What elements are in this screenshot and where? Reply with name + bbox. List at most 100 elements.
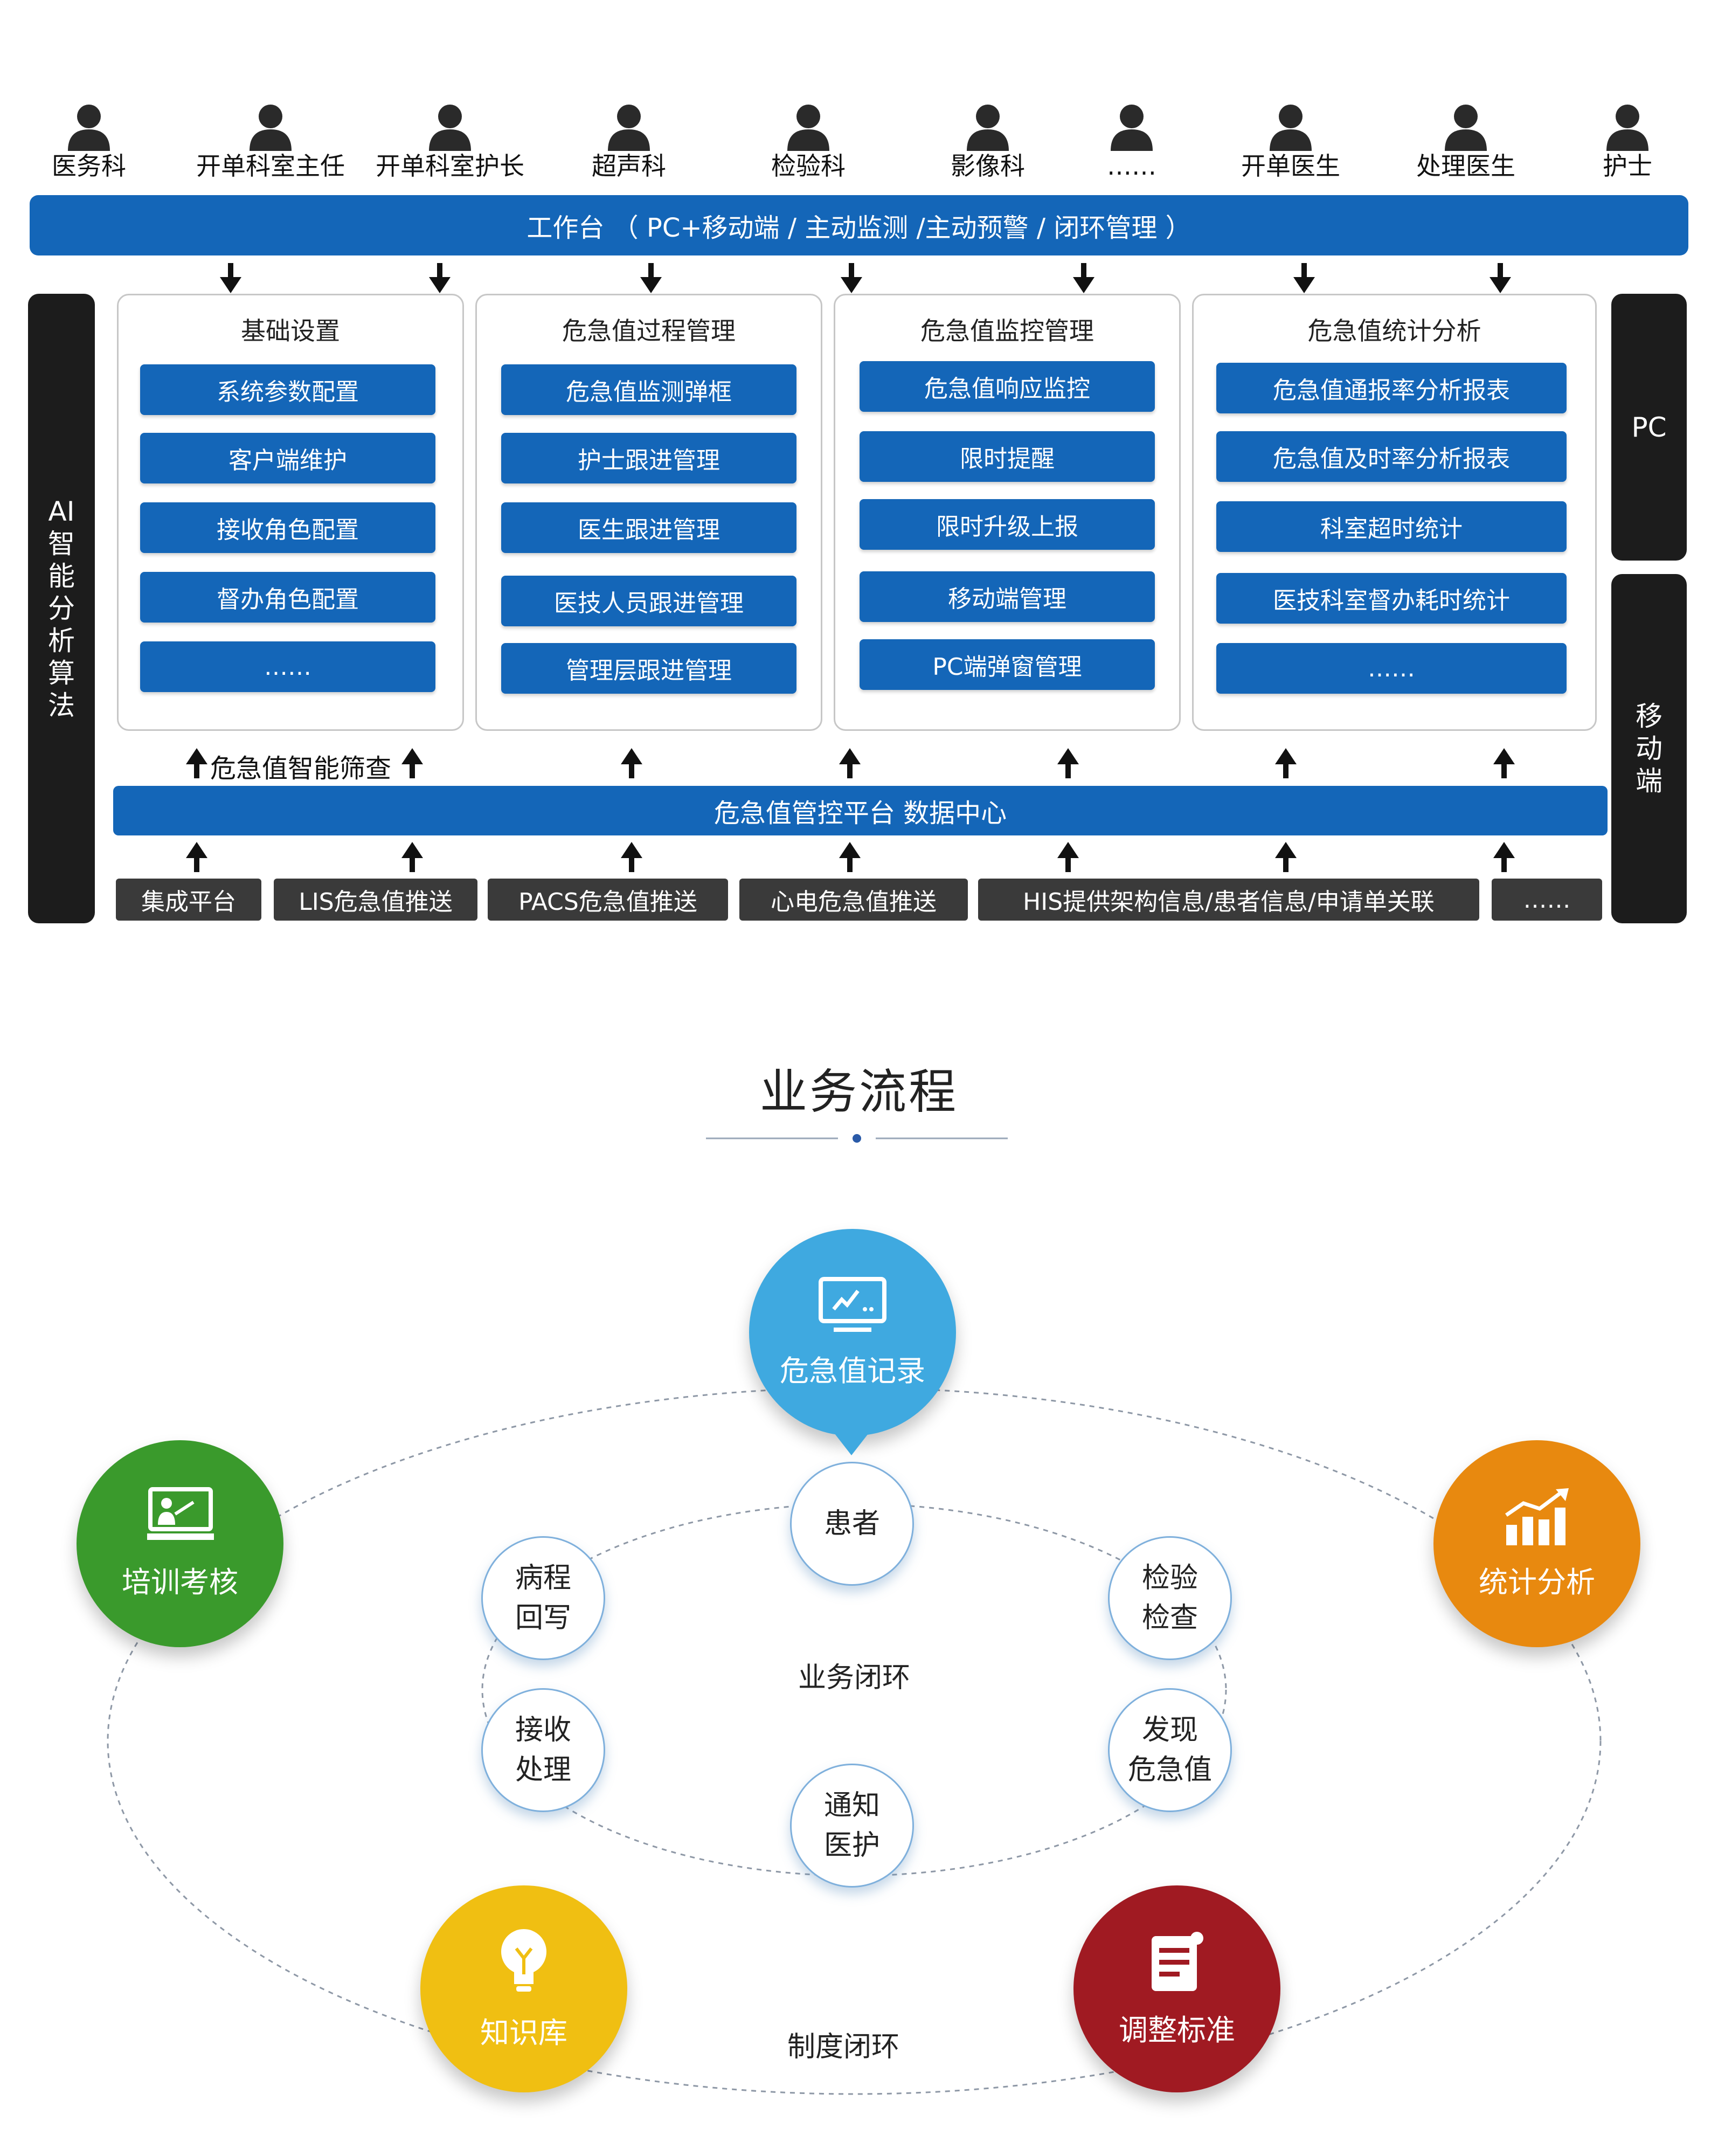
arrow-up-icon	[186, 842, 207, 872]
node-record-writeback: 病程 回写	[481, 1536, 605, 1660]
person-icon	[1270, 105, 1312, 151]
source-integration-platform: 集成平台	[116, 879, 261, 921]
module-title: 危急值监控管理	[920, 316, 1094, 345]
menu-item[interactable]: 医技人员跟进管理	[501, 576, 796, 626]
menu-item[interactable]: 危急值响应监控	[860, 361, 1155, 412]
module-title: 危急值统计分析	[1307, 316, 1481, 345]
outer-loop	[107, 1387, 1602, 2095]
person-icon	[1606, 105, 1648, 151]
section-title: 业务流程	[759, 1064, 958, 1120]
menu-item[interactable]: 督办角色配置	[140, 572, 435, 623]
arrow-up-icon	[839, 842, 861, 872]
menu-item[interactable]: ……	[1216, 643, 1567, 694]
smart-filter-label: 危急值智能筛查	[210, 754, 392, 784]
arrow-down-icon	[640, 263, 662, 293]
role-ordering-director: 开单科室主任	[190, 97, 351, 194]
module-process-management: 危急值过程管理 危急值监测弹框 护士跟进管理 医生跟进管理 医技人员跟进管理 管…	[475, 294, 822, 731]
pc-panel: PC	[1611, 294, 1687, 561]
data-center-bar: 危急值管控平台 数据中心	[113, 786, 1608, 835]
menu-item[interactable]: 管理层跟进管理	[501, 643, 796, 694]
pointer-tail	[833, 1431, 870, 1455]
person-icon	[429, 105, 471, 151]
node-adjust-standard: 调整标准	[1073, 1885, 1280, 2092]
arrow-up-icon	[1493, 842, 1515, 872]
arrow-up-icon	[186, 748, 207, 778]
menu-item[interactable]: 医生跟进管理	[501, 502, 796, 553]
person-icon	[250, 105, 292, 151]
lightbulb-icon	[501, 1929, 546, 1992]
node-find-critical: 发现 危急值	[1108, 1688, 1232, 1812]
node-critical-record: 危急值记录	[749, 1229, 956, 1436]
source-ecg: 心电危急值推送	[739, 879, 968, 921]
menu-item[interactable]: 限时提醒	[860, 431, 1155, 482]
bar-chart-icon	[1505, 1488, 1569, 1545]
arrow-up-icon	[401, 748, 423, 778]
menu-item[interactable]: 移动端管理	[860, 571, 1155, 622]
node-knowledge-base: 知识库	[420, 1885, 627, 2092]
role-handling-doctor: 处理医生	[1385, 97, 1547, 194]
arrow-up-icon	[401, 842, 423, 872]
menu-item[interactable]: 护士跟进管理	[501, 433, 796, 483]
arrow-up-icon	[1493, 748, 1515, 778]
arrow-up-icon	[621, 748, 642, 778]
person-icon	[1445, 105, 1487, 151]
menu-item[interactable]: 限时升级上报	[860, 499, 1155, 550]
arrow-down-icon	[1073, 263, 1094, 293]
title-divider	[706, 1134, 1008, 1143]
arrow-down-icon	[429, 263, 451, 293]
menu-item[interactable]: 危急值监测弹框	[501, 364, 796, 415]
arrow-up-icon	[621, 842, 642, 872]
inner-loop-label: 业务闭环	[798, 1662, 910, 1694]
role-nurse: 护士	[1547, 97, 1708, 194]
menu-item[interactable]: 系统参数配置	[140, 364, 435, 415]
person-icon	[967, 105, 1009, 151]
arrow-up-icon	[1275, 748, 1297, 778]
role-ordering-doctor: 开单医生	[1210, 97, 1371, 194]
arrow-down-icon	[841, 263, 862, 293]
node-lab-exam: 检验 检查	[1108, 1536, 1232, 1660]
person-icon	[608, 105, 650, 151]
source-his: HIS提供架构信息/患者信息/申请单关联	[978, 879, 1479, 921]
arrow-down-icon	[220, 263, 241, 293]
source-lis: LIS危急值推送	[274, 879, 477, 921]
source-more: ……	[1492, 879, 1602, 921]
node-notify: 通知 医护	[790, 1764, 914, 1888]
node-statistics: 统计分析	[1433, 1440, 1640, 1647]
monitor-icon	[819, 1276, 886, 1332]
presentation-icon	[147, 1487, 214, 1540]
role-laboratory: 检验科	[728, 97, 889, 194]
role-ordering-head-nurse: 开单科室护长	[369, 97, 531, 194]
module-statistics-analysis: 危急值统计分析 危急值通报率分析报表 危急值及时率分析报表 科室超时统计 医技科…	[1192, 294, 1597, 731]
person-icon	[68, 105, 110, 151]
role-more: ……	[1051, 97, 1213, 194]
source-pacs: PACS危急值推送	[488, 879, 728, 921]
menu-item[interactable]: 科室超时统计	[1216, 501, 1567, 552]
module-monitor-management: 危急值监控管理 危急值响应监控 限时提醒 限时升级上报 移动端管理 PC端弹窗管…	[834, 294, 1181, 731]
module-title: 危急值过程管理	[562, 316, 736, 345]
role-ultrasound: 超声科	[548, 97, 710, 194]
role-medical-affairs: 医务科	[8, 97, 170, 194]
menu-item[interactable]: 客户端维护	[140, 433, 435, 483]
menu-item[interactable]: ……	[140, 641, 435, 692]
menu-item[interactable]: 医技科室督办耗时统计	[1216, 573, 1567, 624]
arrow-up-icon	[1057, 842, 1079, 872]
node-receive-handle: 接收 处理	[481, 1688, 605, 1812]
document-icon	[1152, 1931, 1203, 1991]
arrow-up-icon	[839, 748, 861, 778]
outer-loop-label: 制度闭环	[787, 2031, 899, 2063]
menu-item[interactable]: 接收角色配置	[140, 502, 435, 553]
mobile-panel: 移 动 端	[1611, 574, 1687, 923]
arrow-down-icon	[1293, 263, 1315, 293]
module-basic-settings: 基础设置 系统参数配置 客户端维护 接收角色配置 督办角色配置 ……	[117, 294, 464, 731]
arrow-down-icon	[1490, 263, 1511, 293]
module-title: 基础设置	[241, 316, 340, 345]
menu-item[interactable]: 危急值及时率分析报表	[1216, 431, 1567, 482]
role-imaging: 影像科	[907, 97, 1069, 194]
node-training: 培训考核	[77, 1440, 283, 1647]
person-icon	[787, 105, 829, 151]
menu-item[interactable]: 危急值通报率分析报表	[1216, 363, 1567, 413]
menu-item[interactable]: PC端弹窗管理	[860, 639, 1155, 690]
workbench-bar: 工作台 （ PC+移动端 / 主动监测 /主动预警 / 闭环管理 ）	[30, 195, 1688, 255]
person-icon	[1111, 105, 1153, 151]
ai-algorithm-panel: AI 智 能 分 析 算 法	[28, 294, 95, 923]
